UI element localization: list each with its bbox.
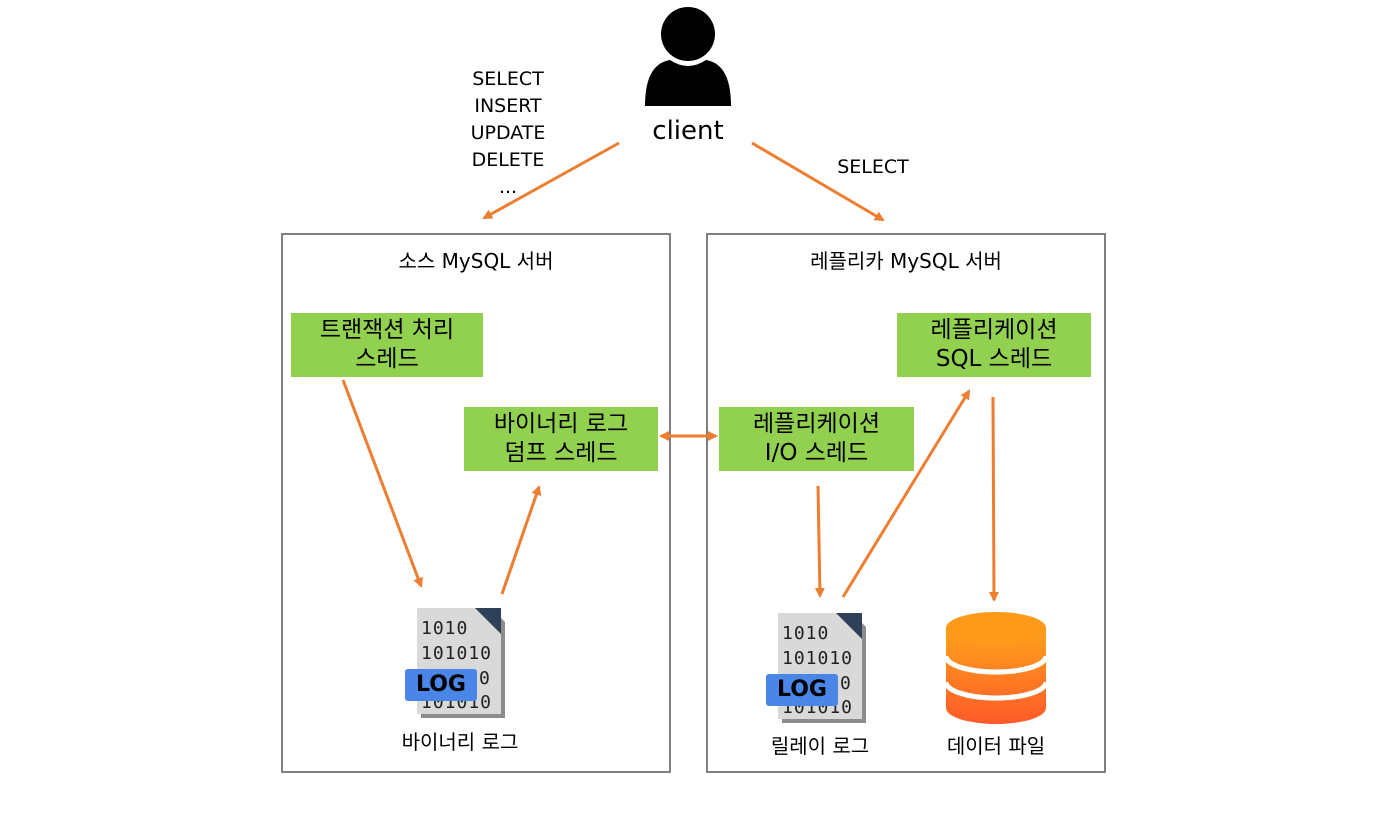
binary-log-digits-3: 0	[479, 668, 490, 689]
io-thread-line1: 레플리케이션	[753, 411, 880, 437]
query-update: UPDATE	[470, 122, 546, 144]
relay-log-badge: LOG	[766, 674, 838, 706]
relay-log-icon: 1010 101010 0 101010 LOG	[766, 613, 870, 725]
transaction-thread-line2: 스레드	[355, 346, 419, 372]
arrow-transaction-to-binlog	[341, 379, 423, 588]
transaction-thread-line1: 트랜잭션 처리	[319, 317, 455, 343]
replication-sql-thread-box: 레플리케이션 SQL 스레드	[897, 313, 1091, 377]
query-select: SELECT	[472, 68, 544, 90]
transaction-thread-box: 트랜잭션 처리 스레드	[291, 313, 483, 377]
query-ellipsis: ...	[498, 176, 518, 198]
binary-log-badge: LOG	[405, 669, 477, 701]
client-label: client	[652, 116, 724, 146]
replication-io-thread-box: 레플리케이션 I/O 스레드	[719, 407, 914, 471]
query-insert: INSERT	[474, 95, 542, 117]
source-server-title: 소스 MySQL 서버	[398, 249, 554, 273]
binary-log-digits-2: 101010	[421, 643, 493, 664]
write-query-list: SELECT INSERT UPDATE DELETE ...	[455, 66, 561, 201]
relay-log-caption: 릴레이 로그	[770, 734, 870, 758]
relay-log-digits-1: 1010	[782, 623, 830, 644]
binary-log-caption: 바이너리 로그	[401, 730, 519, 754]
arrow-relaylog-to-sql	[841, 389, 971, 598]
arrow-client-to-source	[482, 141, 620, 220]
binlog-dump-thread-box: 바이너리 로그 덤프 스레드	[464, 407, 658, 471]
arrow-sql-to-datafile	[988, 396, 999, 602]
sql-thread-line1: 레플리케이션	[930, 317, 1058, 343]
read-query: SELECT	[837, 156, 909, 178]
data-file-icon	[943, 610, 1049, 728]
query-delete: DELETE	[471, 149, 545, 171]
data-file-caption: 데이터 파일	[946, 734, 1046, 758]
dump-thread-line1: 바이너리 로그	[493, 411, 629, 437]
database-icon	[943, 612, 1049, 724]
binary-log-digits-1: 1010	[421, 618, 469, 639]
arrow-binlog-to-dump	[500, 485, 542, 595]
binary-log-icon: 1010 101010 0 101010 LOG	[405, 608, 509, 720]
relay-log-digits-2: 101010	[782, 648, 854, 669]
replica-server-title: 레플리카 MySQL 서버	[810, 249, 1002, 273]
io-thread-line2: I/O 스레드	[764, 440, 869, 466]
relay-log-digits-3: 0	[840, 673, 851, 694]
arrow-client-to-replica	[751, 141, 885, 222]
sql-thread-line2: SQL 스레드	[935, 346, 1053, 372]
dump-thread-line2: 덤프 스레드	[504, 440, 618, 466]
user-icon	[645, 7, 731, 106]
client-node: client	[640, 4, 740, 149]
arrow-io-to-relaylog	[814, 485, 825, 598]
